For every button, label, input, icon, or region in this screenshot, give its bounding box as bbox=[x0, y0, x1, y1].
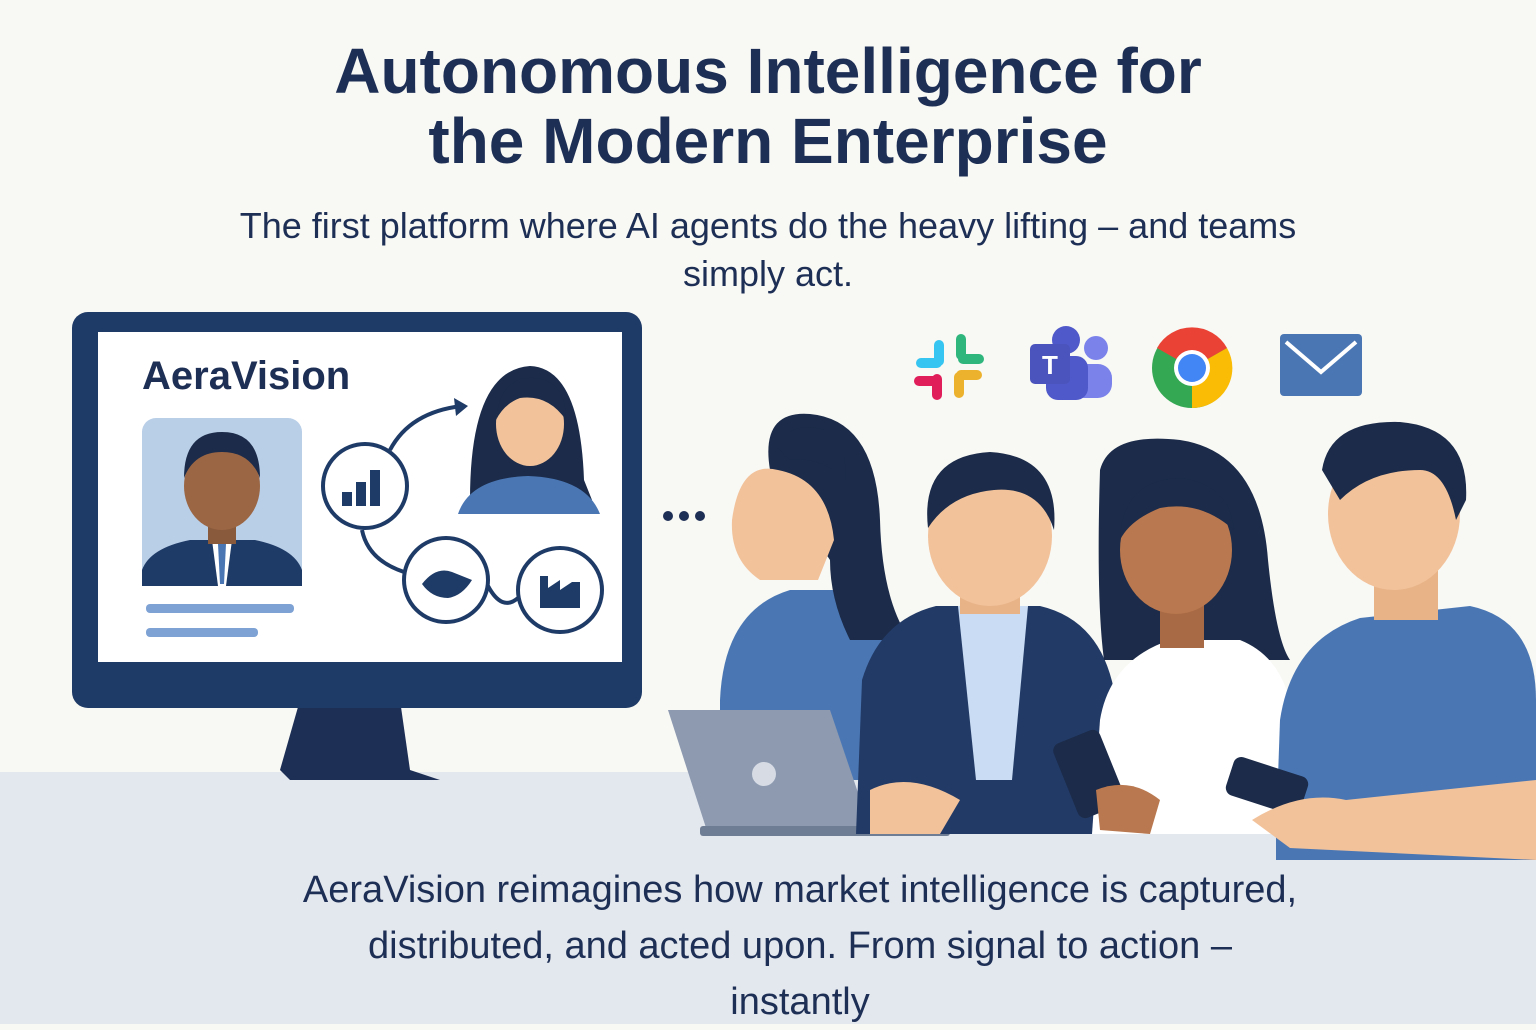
factory-icon bbox=[516, 546, 604, 634]
monitor-stand bbox=[280, 700, 440, 780]
subtitle-line-2: simply act. bbox=[682, 253, 854, 294]
caption-line-3: instantly bbox=[730, 981, 870, 1023]
subtitle-line-1: The first platform where AI agents do th… bbox=[239, 205, 1297, 246]
flow-line-1 bbox=[360, 529, 405, 574]
page-subtitle: The first platform where AI agents do th… bbox=[168, 202, 1368, 298]
mail-icon bbox=[1280, 334, 1362, 396]
svg-text:T: T bbox=[1042, 350, 1058, 380]
slack-icon bbox=[914, 334, 984, 400]
phone-icon-2 bbox=[1225, 757, 1309, 815]
chrome-icon bbox=[1152, 327, 1233, 409]
monitor-brand-label: AeraVision bbox=[142, 354, 351, 398]
flow-arrow bbox=[388, 404, 463, 451]
ellipsis-dot-2 bbox=[679, 511, 689, 521]
person-man-blazer bbox=[856, 452, 1114, 834]
handshake-icon bbox=[402, 536, 490, 624]
avatar bbox=[142, 418, 302, 586]
teams-icon: T bbox=[1030, 326, 1112, 400]
flow-line-2 bbox=[486, 585, 520, 605]
page-caption: AeraVision reimagines how market intelli… bbox=[168, 862, 1432, 1030]
arrow-head-icon bbox=[454, 398, 468, 416]
profile-line-1 bbox=[146, 604, 294, 613]
agent-portrait bbox=[458, 366, 600, 514]
page-title: Autonomous Intelligence for the Modern E… bbox=[0, 36, 1536, 176]
person-man-shirt bbox=[1225, 421, 1536, 860]
profile-line-2 bbox=[146, 628, 258, 637]
ellipsis-dot-3 bbox=[695, 511, 705, 521]
title-line-2: the Modern Enterprise bbox=[428, 105, 1108, 177]
title-line-1: Autonomous Intelligence for bbox=[334, 35, 1202, 107]
caption-line-2: distributed, and acted upon. From signal… bbox=[368, 925, 1232, 967]
ellipsis-dot-1 bbox=[663, 511, 673, 521]
caption-line-1: AeraVision reimagines how market intelli… bbox=[302, 869, 1298, 911]
bar-chart-icon bbox=[321, 442, 409, 530]
